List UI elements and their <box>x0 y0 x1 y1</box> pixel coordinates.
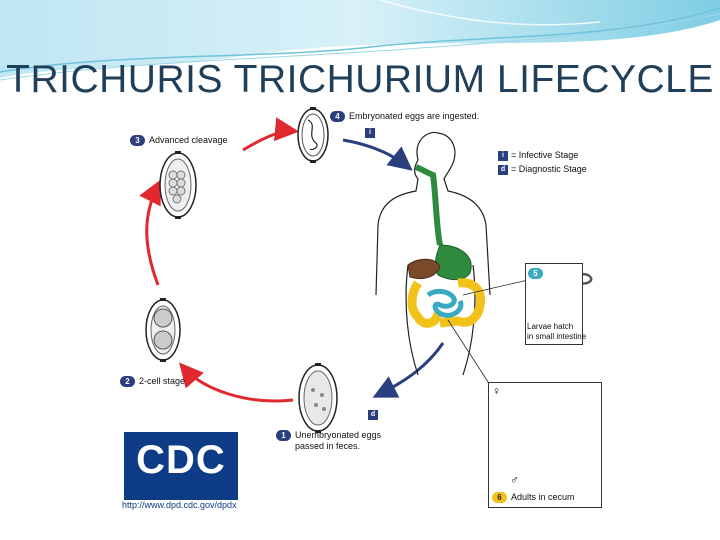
infective-stage-marker: i <box>365 128 378 138</box>
egg-stage-2 <box>145 298 181 362</box>
stomach <box>434 244 472 281</box>
source-url: http://www.dpd.cdc.gov/dpdx <box>122 500 237 510</box>
step-5-label: Larvae hatch in small intestine <box>527 322 587 341</box>
step-5-number: 5 <box>528 268 547 280</box>
diagnostic-stage-marker: d <box>368 410 381 420</box>
egg-stage-4 <box>297 107 329 163</box>
legend-infective: i= Infective Stage <box>498 150 578 161</box>
arrow-1-to-2 <box>179 362 294 403</box>
small-intestine <box>426 288 464 318</box>
pointer-to-adults <box>447 319 491 386</box>
adults-box <box>488 382 602 508</box>
female-symbol: ♀ <box>492 384 501 398</box>
male-symbol: ♂ <box>510 473 519 487</box>
arrow-excretion <box>372 342 445 398</box>
header-wave-banner <box>0 0 720 81</box>
cdc-tagline: SAFER·HEALTHIER·PEOPLE™ <box>124 492 213 498</box>
legend-diagnostic: d= Diagnostic Stage <box>498 164 587 175</box>
liver <box>407 258 441 280</box>
cdc-logo: CDC <box>124 432 238 500</box>
arrow-3-to-4 <box>242 117 299 152</box>
slide-title: TRICHURIS TRICHURIUM LIFECYCLE <box>6 58 714 101</box>
esophagus <box>414 164 443 246</box>
large-intestine <box>407 278 486 328</box>
arrow-ingestion <box>342 138 413 171</box>
egg-stage-3 <box>159 151 197 219</box>
arrow-2-to-3 <box>139 179 161 286</box>
pointer-to-larvae <box>462 279 529 296</box>
human-body-outline <box>375 131 491 376</box>
egg-stage-1 <box>298 363 338 433</box>
